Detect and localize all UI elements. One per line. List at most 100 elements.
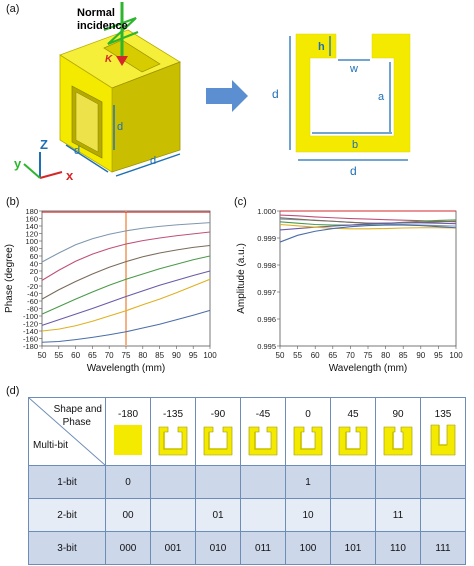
unit-cell-shape-icon bbox=[196, 423, 240, 457]
amplitude-y-tick-label: 0.997 bbox=[257, 288, 276, 297]
unit-cell-3d bbox=[59, 29, 181, 173]
amplitude-y-tick-label: 0.998 bbox=[257, 261, 276, 270]
phase-y-tick-label: -20 bbox=[27, 282, 38, 291]
panel-d-label: (d) bbox=[6, 385, 20, 397]
phase-value: 135 bbox=[434, 408, 452, 420]
header-corner-cell: Shape and Phase Multi-bit bbox=[28, 397, 106, 466]
cube-width-arrow bbox=[115, 153, 181, 177]
amplitude-x-axis-label: Wavelength (mm) bbox=[329, 363, 408, 374]
bit-code-cell: 00 bbox=[105, 498, 151, 532]
panel-c-label: (c) bbox=[234, 196, 247, 208]
phase-column-header: -45 bbox=[240, 397, 286, 466]
a-label: a bbox=[378, 91, 385, 103]
cube-d-label-1: d bbox=[117, 121, 123, 133]
amplitude-x-tick-label: 55 bbox=[293, 351, 302, 360]
bit-code-cell bbox=[330, 498, 376, 532]
bit-code-cell: 10 bbox=[285, 498, 331, 532]
unit-cell-shape-icon bbox=[241, 423, 285, 457]
amplitude-x-tick-label: 75 bbox=[364, 351, 373, 360]
phase-column-header: 0 bbox=[285, 397, 331, 466]
amplitude-series-5 bbox=[279, 222, 457, 231]
phase-value: -90 bbox=[210, 408, 226, 420]
phase-x-tick-label: 70 bbox=[105, 351, 114, 360]
bit-row-label: 3-bit bbox=[28, 531, 106, 565]
phase-y-tick-label: -60 bbox=[27, 297, 38, 306]
phase-column-header: -180 bbox=[105, 397, 151, 466]
header-shape-text: Shape and bbox=[53, 404, 102, 415]
phase-x-tick-label: 95 bbox=[189, 351, 198, 360]
amplitude-y-tick-label: 0.999 bbox=[257, 234, 276, 243]
transform-arrow bbox=[206, 80, 248, 112]
bit-code-cell: 011 bbox=[240, 531, 286, 565]
header-phase-text: Phase bbox=[62, 417, 91, 428]
unit-cell-shape-icon bbox=[151, 423, 195, 457]
phase-column-header: -135 bbox=[150, 397, 196, 466]
phase-x-tick-label: 60 bbox=[71, 351, 80, 360]
amplitude-y-tick-label: 0.995 bbox=[257, 342, 276, 351]
coordinate-axes bbox=[23, 152, 63, 179]
axis-y-label: y bbox=[14, 156, 22, 171]
phase-y-tick-label: -120 bbox=[23, 320, 38, 329]
phase-x-axis-label: Wavelength (mm) bbox=[87, 363, 166, 374]
phase-series-4 bbox=[41, 255, 211, 315]
phase-series-5 bbox=[41, 270, 211, 326]
incidence-label-2: incidence bbox=[77, 20, 128, 32]
phase-y-tick-label: -160 bbox=[23, 335, 38, 344]
phase-value: -135 bbox=[162, 408, 183, 420]
bit-code-cell: 010 bbox=[195, 531, 241, 565]
phase-y-tick-label: 0 bbox=[34, 275, 38, 284]
axis-z-label: Z bbox=[40, 137, 48, 152]
unit-cell-shape-icon bbox=[106, 423, 150, 457]
amplitude-y-tick-label: 1.000 bbox=[257, 207, 276, 216]
phase-value: -45 bbox=[255, 408, 271, 420]
bit-code-cell: 001 bbox=[150, 531, 196, 565]
phase-series-3 bbox=[41, 244, 211, 300]
bit-code-cell: 000 bbox=[105, 531, 151, 565]
bit-code-cell bbox=[330, 465, 376, 499]
unit-cell-shape-icon bbox=[421, 423, 465, 457]
unit-cell-shape-icon bbox=[376, 423, 420, 457]
phase-y-tick-label: 60 bbox=[30, 252, 38, 261]
amplitude-series-3 bbox=[279, 217, 457, 224]
phase-series-7 bbox=[41, 309, 211, 343]
d-horizontal-label: d bbox=[350, 164, 357, 178]
incident-wave bbox=[103, 2, 139, 66]
phase-value: -180 bbox=[117, 408, 138, 420]
amplitude-x-tick-label: 85 bbox=[399, 351, 408, 360]
amplitude-x-tick-label: 90 bbox=[416, 351, 425, 360]
phase-column-header: 45 bbox=[330, 397, 376, 466]
header-multibit-text: Multi-bit bbox=[33, 440, 69, 451]
unit-cell-2d bbox=[295, 33, 411, 153]
phase-y-tick-label: -80 bbox=[27, 305, 38, 314]
bit-code-cell: 111 bbox=[420, 531, 466, 565]
bit-code-cell bbox=[240, 465, 286, 499]
panel-a-figure: Normal incidence K d d d Z y x h w a b d… bbox=[14, 2, 411, 183]
bit-row-label: 2-bit bbox=[28, 498, 106, 532]
bit-code-cell: 1 bbox=[285, 465, 331, 499]
bit-row-label: 1-bit bbox=[28, 465, 106, 499]
bit-code-cell: 101 bbox=[330, 531, 376, 565]
amplitude-plot-area bbox=[279, 210, 457, 347]
phase-x-tick-label: 55 bbox=[54, 351, 63, 360]
phase-y-tick-label: -180 bbox=[23, 342, 38, 351]
amplitude-x-tick-label: 95 bbox=[434, 351, 443, 360]
k-vector-label: K bbox=[105, 54, 113, 65]
phase-value: 0 bbox=[305, 408, 311, 420]
phase-y-axis-label: Phase (degree) bbox=[4, 244, 15, 313]
amplitude-x-tick-label: 65 bbox=[328, 351, 337, 360]
bit-code-cell: 11 bbox=[375, 498, 421, 532]
b-label: b bbox=[352, 139, 358, 151]
phase-x-tick-label: 65 bbox=[88, 351, 97, 360]
phase-y-tick-label: 160 bbox=[25, 215, 38, 224]
phase-x-tick-label: 50 bbox=[38, 351, 47, 360]
axis-x-label: x bbox=[66, 168, 74, 183]
phase-y-tick-label: 120 bbox=[25, 230, 38, 239]
phase-value: 90 bbox=[392, 408, 404, 420]
bit-code-cell: 110 bbox=[375, 531, 421, 565]
phase-y-tick-label: 80 bbox=[30, 245, 38, 254]
phase-y-tick-label: 40 bbox=[30, 260, 38, 269]
amplitude-x-tick-label: 50 bbox=[276, 351, 285, 360]
panel-b-label: (b) bbox=[6, 196, 20, 208]
amplitude-x-tick-label: 70 bbox=[346, 351, 355, 360]
amplitude-y-tick-label: 0.996 bbox=[257, 315, 276, 324]
